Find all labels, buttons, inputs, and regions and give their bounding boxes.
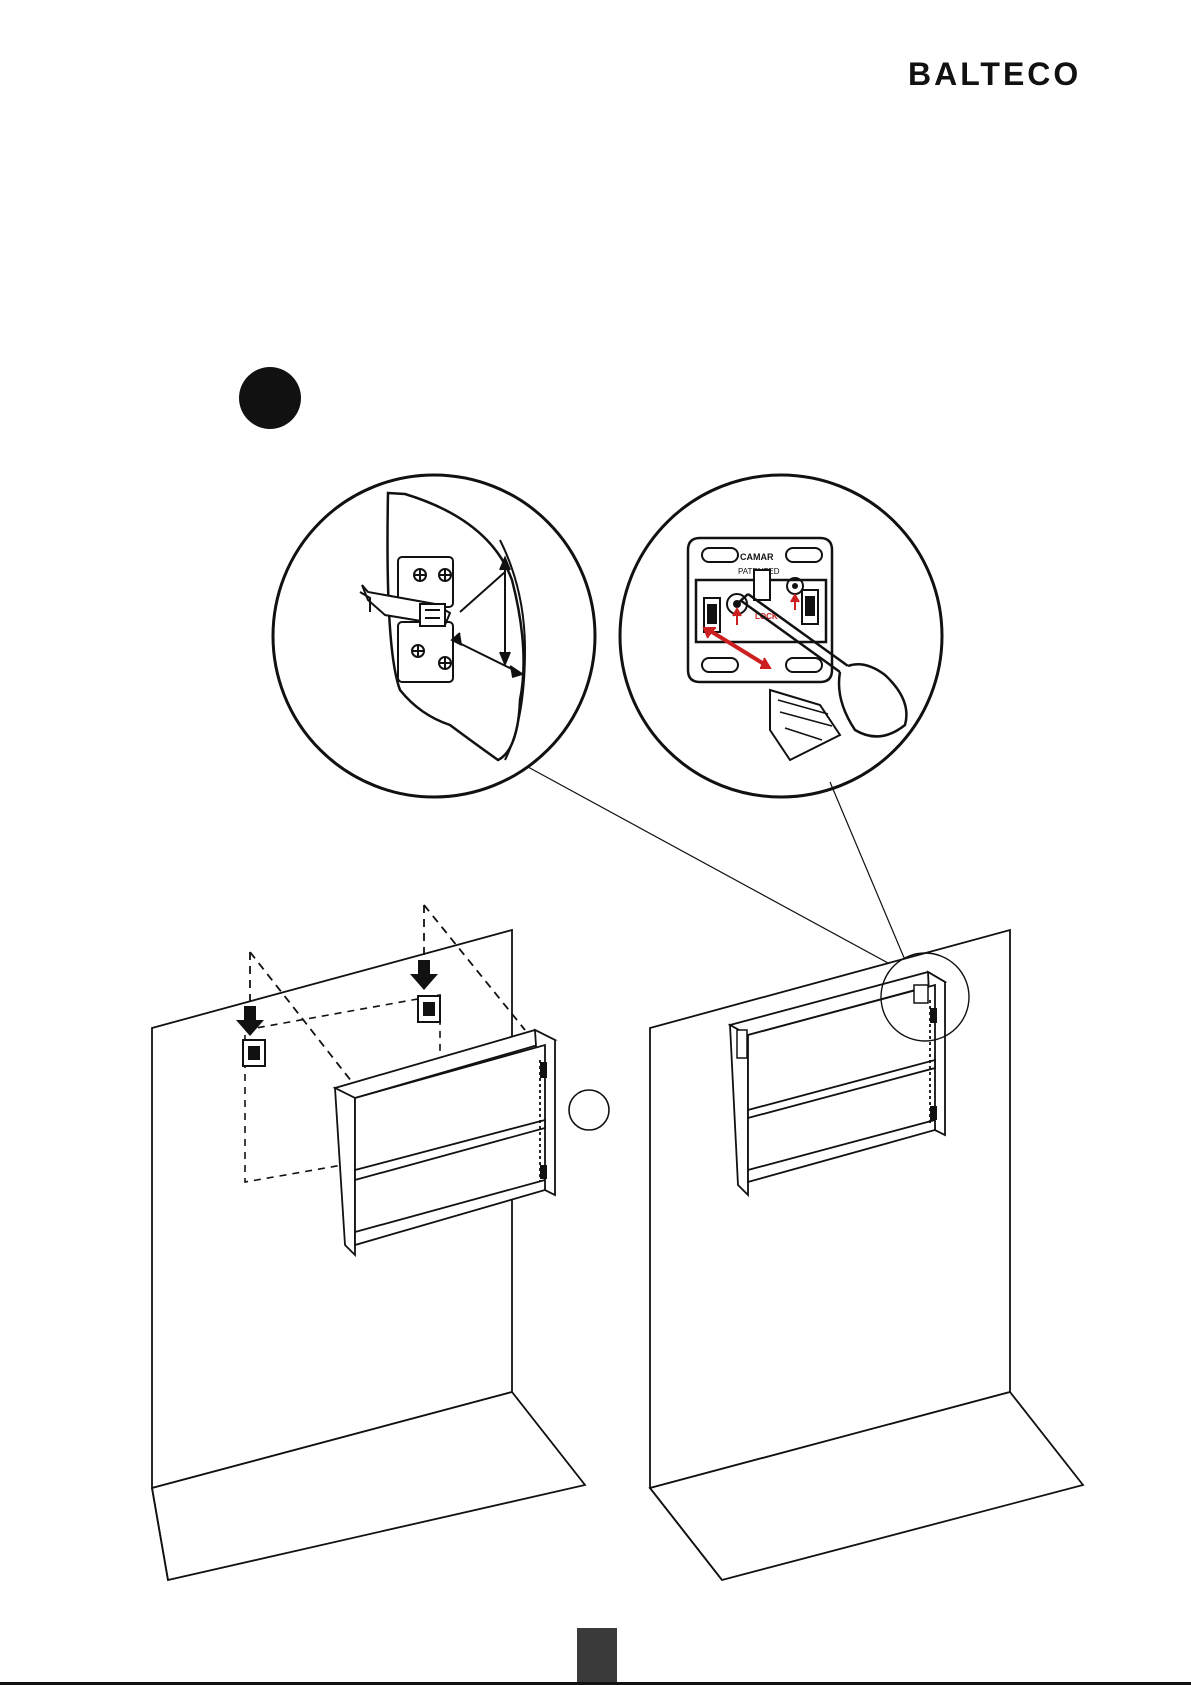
detail-circle-right: CAMAR PATENTED LOCK [620, 475, 942, 797]
scene-right [650, 930, 1083, 1580]
scene-left [152, 905, 585, 1580]
bracket-brand-label: CAMAR [740, 552, 774, 562]
page-tab [577, 1628, 617, 1685]
connector-circle [569, 1090, 609, 1130]
detail-circle-left [273, 475, 595, 797]
